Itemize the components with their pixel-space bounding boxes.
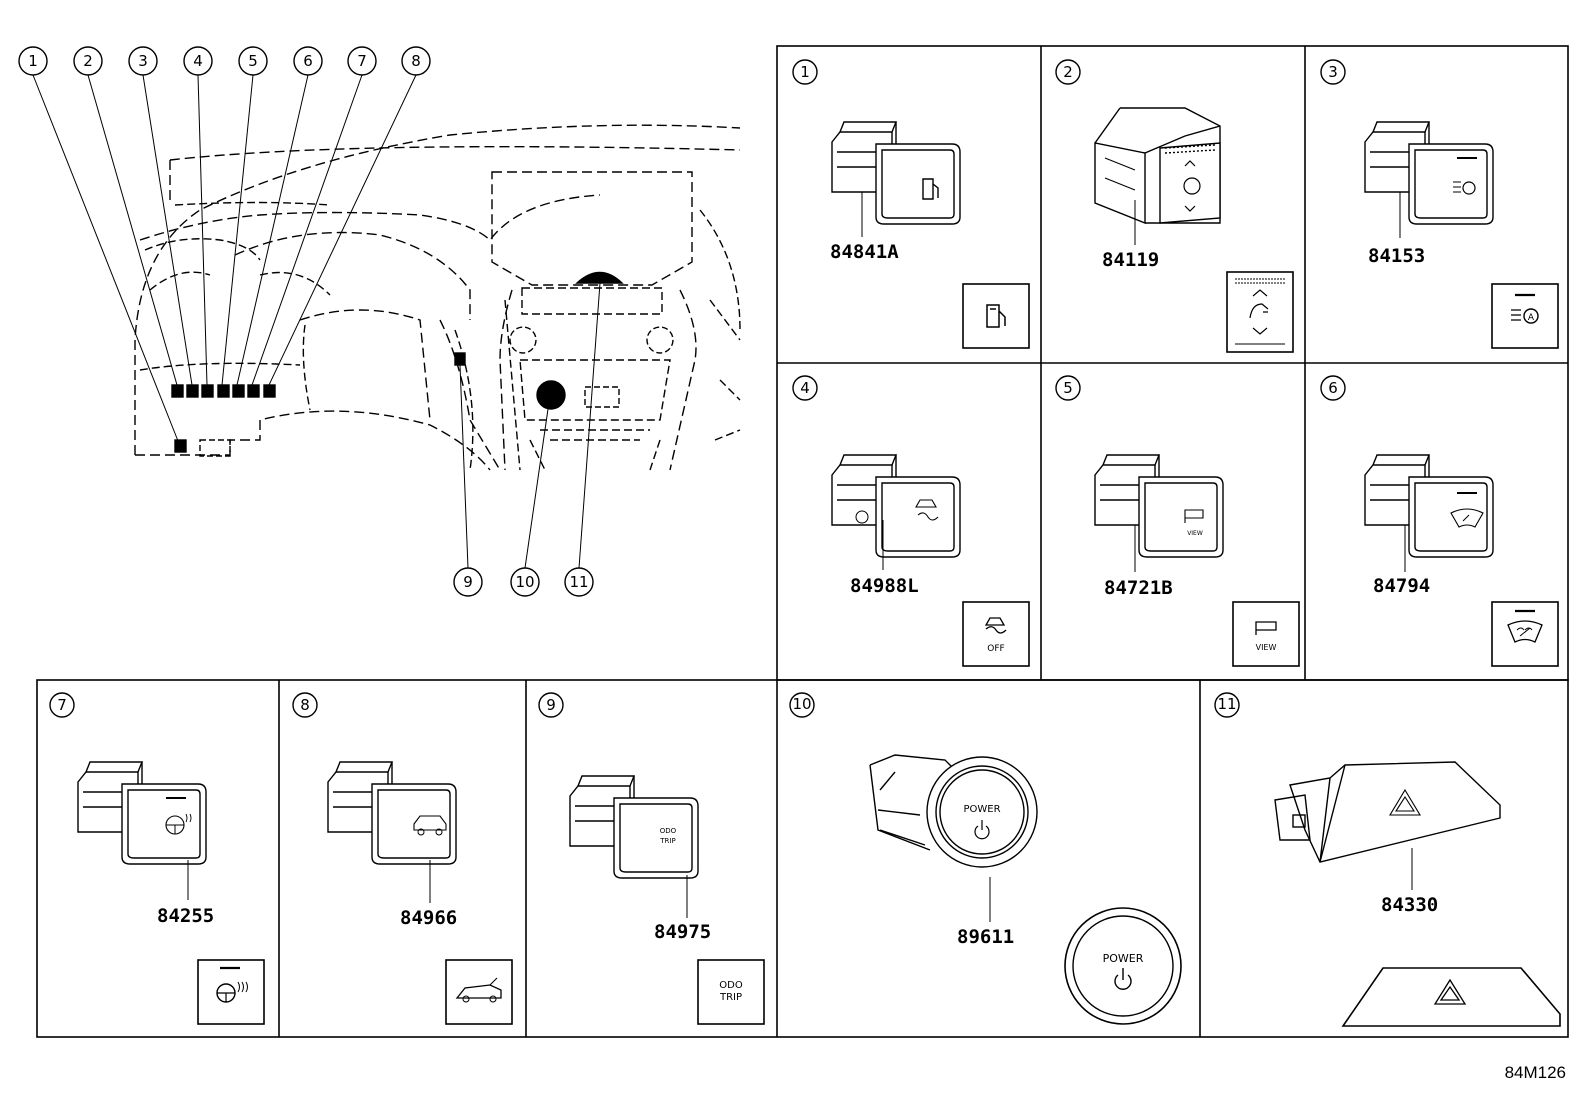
part-number-89611: 89611 <box>957 926 1014 948</box>
callout-7: 7 <box>347 46 377 76</box>
camera-view-text: VIEW <box>1256 643 1277 652</box>
callout-1: 1 <box>18 46 48 76</box>
callout-5: 5 <box>238 46 268 76</box>
switch-84966-illustration <box>327 761 457 865</box>
svg-text:ODO: ODO <box>660 827 677 835</box>
dashboard-overview <box>32 74 741 569</box>
panel-6-callout: 6 <box>1328 379 1338 397</box>
diagram-reference-code: 84M126 <box>1505 1063 1566 1082</box>
switch-84153-illustration <box>1364 121 1494 225</box>
switch-84255-illustration <box>77 761 207 865</box>
callout-7-label: 7 <box>357 52 367 70</box>
panel-10-callout: 10 <box>792 695 811 713</box>
callout-11: 11 <box>564 567 594 597</box>
callout-10: 10 <box>510 567 540 597</box>
panel-7-callout: 7 <box>57 696 67 714</box>
power-button-icon: POWER <box>1064 907 1182 1025</box>
callout-3-label: 3 <box>138 52 148 70</box>
panel-grid <box>36 45 1569 1038</box>
trip-text: TRIP <box>719 992 742 1003</box>
callout-6-label: 6 <box>303 52 313 70</box>
panel-6: 6 84794 <box>1320 375 1559 667</box>
callout-10-label: 10 <box>515 573 534 591</box>
part-number-84255: 84255 <box>157 905 214 927</box>
panel-9-callout: 9 <box>546 696 556 714</box>
panel-9: 9 ODO TRIP 84975 ODO TRIP <box>538 692 765 1025</box>
fuel-door-icon <box>962 283 1030 349</box>
auto-high-beam-icon: A <box>1491 283 1559 349</box>
panel-11-callout: 11 <box>1217 695 1236 713</box>
heated-steering-wheel-icon <box>197 959 265 1025</box>
svg-text:VIEW: VIEW <box>1187 530 1203 537</box>
switch-84975-illustration: ODO TRIP <box>569 775 699 879</box>
panel-11: 11 84330 <box>1214 692 1561 1027</box>
callout-2: 2 <box>73 46 103 76</box>
part-number-84153: 84153 <box>1368 245 1425 267</box>
svg-text:POWER: POWER <box>963 804 1000 815</box>
panel-2-callout: 2 <box>1063 63 1073 81</box>
panel-8: 8 84966 <box>292 692 513 1025</box>
callout-1-label: 1 <box>28 52 38 70</box>
panel-3-callout: 3 <box>1328 63 1338 81</box>
panel-1-callout: 1 <box>800 63 810 81</box>
part-number-84988L: 84988L <box>850 575 919 597</box>
callout-4: 4 <box>183 46 213 76</box>
callout-2-label: 2 <box>83 52 93 70</box>
panel-1: 1 84841A <box>792 59 1030 349</box>
callout-8: 8 <box>401 46 431 76</box>
power-liftgate-icon <box>445 959 513 1025</box>
switch-84988L-illustration <box>831 454 961 558</box>
mirror-adjust-icon <box>1226 271 1294 353</box>
part-number-84841A: 84841A <box>830 241 899 263</box>
panel-10: 10 POWER 89611 POWER <box>789 692 1182 1025</box>
panel-2: 2 84119 <box>1055 59 1294 353</box>
callout-5-label: 5 <box>248 52 258 70</box>
switch-89611-illustration: POWER <box>869 754 1038 868</box>
odo-trip-icon: ODO TRIP <box>697 959 765 1025</box>
traction-control-off-icon: OFF <box>962 601 1030 667</box>
panel-8-callout: 8 <box>300 696 310 714</box>
callout-9-label: 9 <box>463 573 473 591</box>
part-number-84330: 84330 <box>1381 894 1438 916</box>
odo-text: ODO <box>719 980 743 991</box>
panel-4: 4 84988L OFF <box>792 375 1030 667</box>
panel-4-callout: 4 <box>800 379 810 397</box>
part-number-84975: 84975 <box>654 921 711 943</box>
panel-5: 5 VIEW 84721B VIEW <box>1055 375 1300 667</box>
switch-84841A-illustration <box>831 121 961 225</box>
panel-3: 3 84153 A <box>1320 59 1559 349</box>
hazard-warning-icon <box>1341 967 1561 1027</box>
switch-84330-illustration <box>1274 761 1501 863</box>
panel-7: 7 84255 <box>49 692 265 1025</box>
callout-8-label: 8 <box>411 52 421 70</box>
svg-text:TRIP: TRIP <box>659 837 675 845</box>
callout-9: 9 <box>453 567 483 597</box>
callout-6: 6 <box>293 46 323 76</box>
part-number-84794: 84794 <box>1373 575 1430 597</box>
svg-text:A: A <box>1528 313 1535 323</box>
overview-callouts: 1 2 3 4 5 6 7 8 9 10 11 <box>18 46 594 597</box>
callout-4-label: 4 <box>193 52 203 70</box>
switch-84794-illustration <box>1364 454 1494 558</box>
part-number-84119: 84119 <box>1102 249 1159 271</box>
switch-84721B-illustration: VIEW <box>1094 454 1224 558</box>
traction-off-text: OFF <box>987 644 1004 654</box>
callout-3: 3 <box>128 46 158 76</box>
windshield-deicer-icon <box>1491 601 1559 667</box>
panel-5-callout: 5 <box>1063 379 1073 397</box>
camera-view-icon: VIEW <box>1232 601 1300 667</box>
callout-11-label: 11 <box>569 573 588 591</box>
switch-84119-illustration <box>1094 107 1221 225</box>
part-number-84966: 84966 <box>400 907 457 929</box>
power-text: POWER <box>1103 952 1144 965</box>
part-number-84721B: 84721B <box>1104 577 1173 599</box>
